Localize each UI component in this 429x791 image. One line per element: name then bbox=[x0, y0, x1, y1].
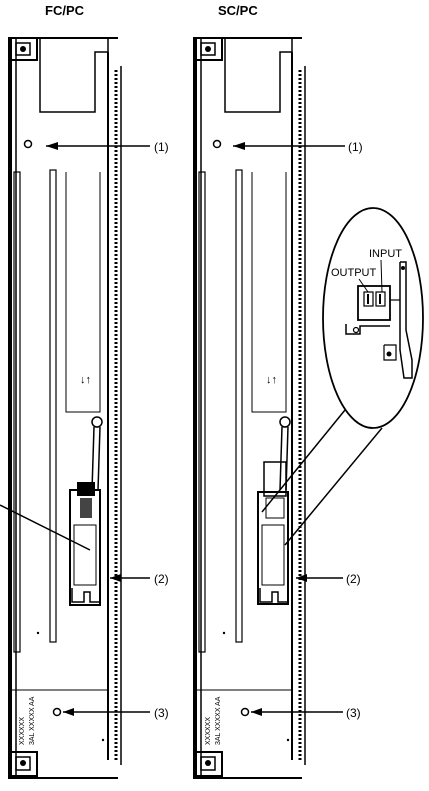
scpc-callouts: (1) (2) (3) bbox=[233, 140, 363, 720]
callout-2-left: (2) bbox=[154, 572, 169, 586]
hole-3 bbox=[240, 707, 250, 717]
scpc-connector bbox=[257, 491, 289, 605]
callout-3-right: (3) bbox=[346, 706, 361, 720]
board-text-1: XXXXXX bbox=[205, 717, 212, 745]
board-text-1: XXXXXX bbox=[19, 717, 26, 745]
fcpc-label: FC/PC bbox=[45, 3, 85, 18]
fcpc-board: ↓↑ XXXXXX 3AL XXXXX AA bbox=[0, 37, 122, 779]
callout-1-left: (1) bbox=[154, 140, 169, 154]
top-latch bbox=[195, 37, 223, 61]
sc-connector-detail bbox=[345, 261, 413, 379]
svg-text:↓↑: ↓↑ bbox=[266, 374, 277, 386]
callout-3-left: (3) bbox=[154, 706, 169, 720]
hole-3 bbox=[52, 707, 62, 717]
middle-slot bbox=[49, 169, 57, 643]
scpc-label: SC/PC bbox=[218, 3, 258, 18]
left-frame-rail bbox=[8, 38, 12, 778]
connector-detail: INPUT OUTPUT bbox=[261, 207, 424, 546]
callout-2-right: (2) bbox=[346, 572, 361, 586]
hole-1 bbox=[212, 139, 222, 149]
hole-1 bbox=[23, 139, 33, 149]
top-latch bbox=[10, 37, 38, 61]
board-text-2: 3AL XXXXX AA bbox=[215, 696, 222, 745]
detail-output-label: OUTPUT bbox=[331, 267, 377, 279]
fcpc-callouts: (1) (2) (3) bbox=[46, 140, 169, 720]
callout-1-right: (1) bbox=[348, 140, 363, 154]
detail-input-label: INPUT bbox=[369, 248, 402, 260]
scpc-board: ↓↑ XXXXXX 3AL XXXXX AA bbox=[193, 37, 306, 779]
bottom-latch bbox=[10, 751, 38, 777]
board-text-2: 3AL XXXXX AA bbox=[29, 696, 36, 745]
detail-ellipse bbox=[322, 207, 424, 429]
side-slot bbox=[13, 171, 21, 653]
svg-text:↓↑: ↓↑ bbox=[80, 374, 91, 386]
